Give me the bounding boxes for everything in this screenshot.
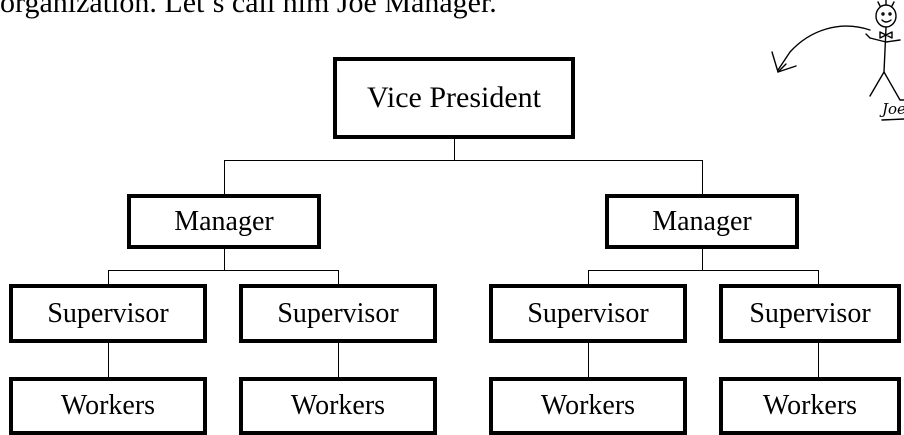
connector — [108, 270, 338, 271]
connector — [588, 270, 818, 271]
connector — [588, 342, 589, 377]
org-node-workers: Workers — [489, 377, 687, 435]
org-node-supervisor: Supervisor — [9, 284, 207, 343]
connector — [108, 342, 109, 377]
connector — [224, 248, 225, 270]
stick-figure-icon: Joe — [771, 0, 904, 121]
connector — [702, 248, 703, 270]
org-node-supervisor: Supervisor — [489, 284, 687, 343]
org-node-manager-left: Manager — [127, 194, 321, 249]
connector — [588, 270, 589, 284]
intro-text: organization. Let’s call him Joe Manager… — [0, 0, 497, 19]
org-node-manager-right: Manager — [605, 194, 799, 249]
org-node-workers: Workers — [239, 377, 437, 435]
curved-arrow-icon — [777, 25, 871, 71]
org-node-supervisor: Supervisor — [719, 284, 901, 343]
connector — [224, 160, 702, 161]
connector — [338, 342, 339, 377]
connector — [818, 270, 819, 284]
org-node-vice-president: Vice President — [333, 57, 575, 139]
connector — [108, 270, 109, 284]
connector — [454, 138, 455, 161]
connector — [818, 342, 819, 377]
connector — [702, 160, 703, 194]
org-node-workers: Workers — [9, 377, 207, 435]
org-node-supervisor: Supervisor — [239, 284, 437, 343]
org-node-workers: Workers — [719, 377, 901, 435]
connector — [224, 160, 225, 194]
connector — [338, 270, 339, 284]
sketch-label: Joe — [879, 100, 904, 118]
